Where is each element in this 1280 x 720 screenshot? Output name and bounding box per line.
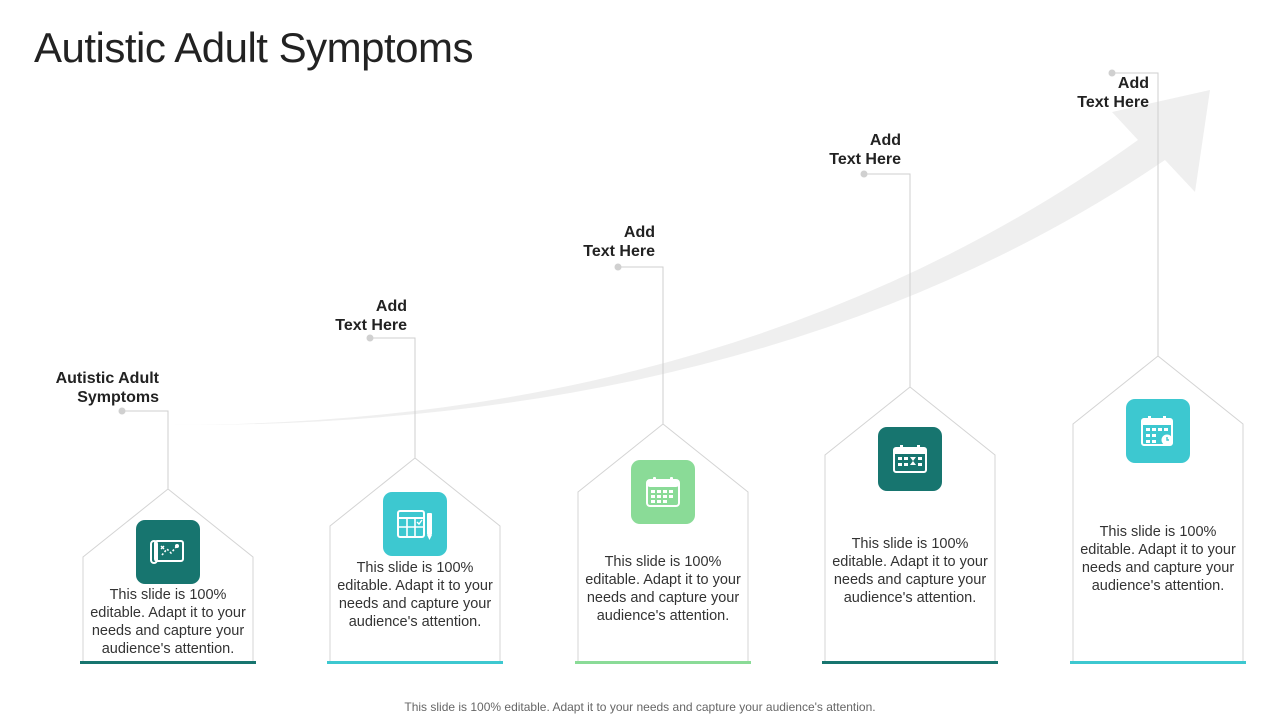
step-description: This slide is 100% editable. Adapt it to… bbox=[337, 560, 493, 630]
step-label-line1: Autistic Adult bbox=[55, 370, 159, 387]
step-base-bar bbox=[822, 661, 998, 664]
step-shapes bbox=[80, 355, 1246, 664]
leader-dot bbox=[118, 407, 126, 415]
step-label-line1: Add bbox=[869, 132, 901, 149]
page-title: Autistic Adult Symptoms bbox=[34, 24, 474, 71]
leader-dot bbox=[366, 334, 374, 342]
step-description: This slide is 100% editable. Adapt it to… bbox=[832, 536, 988, 606]
footer-note: This slide is 100% editable. Adapt it to… bbox=[404, 700, 876, 714]
step-label-line2: Text Here bbox=[583, 243, 655, 260]
step-label-line2: Symptoms bbox=[77, 389, 159, 406]
calendar-icon bbox=[631, 460, 695, 524]
leader-dot bbox=[860, 170, 868, 178]
growth-arrow bbox=[170, 90, 1210, 426]
step-base-bar bbox=[575, 661, 751, 664]
leader-line bbox=[864, 173, 911, 387]
step-base-bar bbox=[80, 661, 256, 664]
step-label-line1: Add bbox=[1117, 75, 1149, 92]
step-label-line1: Add bbox=[375, 298, 407, 315]
connector-lines bbox=[118, 69, 1159, 489]
step-label-line1: Add bbox=[623, 224, 655, 241]
leader-line bbox=[370, 337, 416, 458]
leader-dot bbox=[614, 263, 622, 271]
step-description: This slide is 100% editable. Adapt it to… bbox=[90, 587, 246, 657]
step-base-bar bbox=[1070, 661, 1246, 664]
step-base-bar bbox=[327, 661, 503, 664]
blueprint-map-icon bbox=[136, 520, 200, 584]
step-label-line2: Text Here bbox=[335, 317, 407, 334]
leader-line bbox=[618, 266, 664, 424]
leader-line bbox=[1112, 72, 1159, 356]
calendar-hourglass-icon bbox=[878, 427, 942, 491]
leader-dot bbox=[1108, 69, 1116, 77]
step-label-line2: Text Here bbox=[829, 151, 901, 168]
step-description: This slide is 100% editable. Adapt it to… bbox=[1080, 524, 1236, 594]
leader-line bbox=[122, 410, 169, 489]
step-label-line2: Text Here bbox=[1077, 94, 1149, 111]
calendar-pencil-icon bbox=[383, 492, 447, 556]
calendar-alarm-icon bbox=[1126, 399, 1190, 463]
step-description: This slide is 100% editable. Adapt it to… bbox=[585, 554, 741, 624]
